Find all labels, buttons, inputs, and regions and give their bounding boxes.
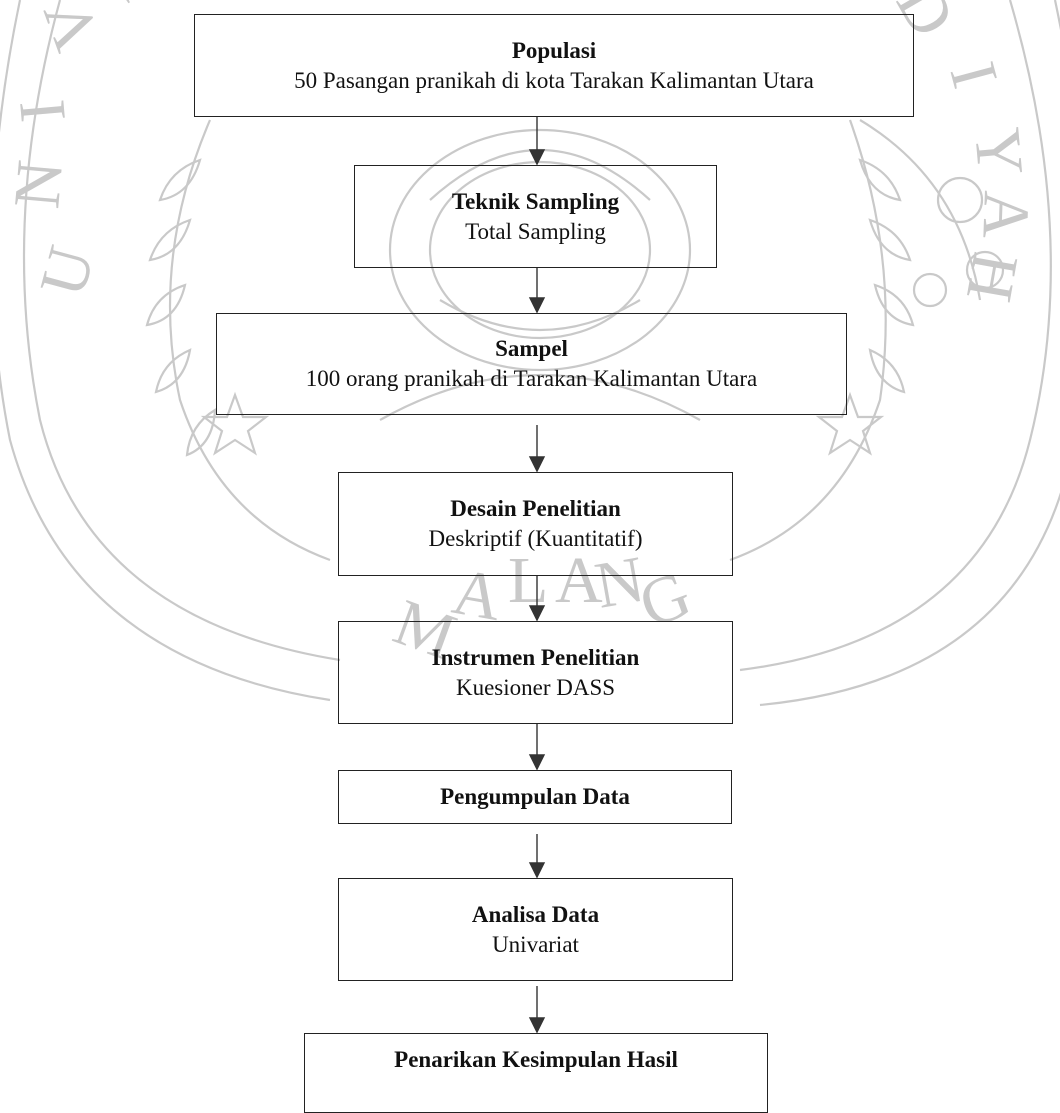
arrow-head bbox=[528, 862, 546, 879]
arrow-head bbox=[528, 1017, 546, 1034]
arrow-head bbox=[528, 149, 546, 166]
step-instrumen-penelitian-box: Instrumen Penelitian Kuesioner DASS bbox=[338, 621, 733, 724]
watermark-letter: L bbox=[508, 544, 548, 617]
step-subtitle: 50 Pasangan pranikah di kota Tarakan Kal… bbox=[294, 67, 814, 93]
arrow-head bbox=[528, 605, 546, 622]
step-pengumpulan-data-box: Pengumpulan Data bbox=[338, 770, 732, 824]
step-title: Populasi bbox=[511, 37, 597, 63]
step-desain-penelitian-box: Desain Penelitian Deskriptif (Kuantitati… bbox=[338, 472, 733, 576]
step-populasi-box: Populasi 50 Pasangan pranikah di kota Ta… bbox=[194, 14, 914, 117]
step-title: Sampel bbox=[495, 336, 568, 361]
arrow-head bbox=[528, 456, 546, 473]
step-subtitle: 100 orang pranikah di Tarakan Kalimantan… bbox=[305, 366, 758, 391]
step-teknik-sampling-box: Teknik Sampling Total Sampling bbox=[354, 165, 717, 268]
step-title: Desain Penelitian bbox=[450, 496, 621, 521]
step-title: Pengumpulan Data bbox=[440, 784, 630, 809]
flowchart-connectors bbox=[528, 117, 546, 1034]
watermark-letter: N bbox=[0, 157, 77, 211]
step-title: Analisa Data bbox=[471, 901, 600, 927]
step-analisa-data-box: Analisa Data Univariat bbox=[338, 878, 733, 981]
step-penarikan-kesimpulan-box: Penarikan Kesimpulan Hasil bbox=[304, 1033, 768, 1113]
step-subtitle: Deskriptif (Kuantitatif) bbox=[428, 526, 643, 551]
arrow-head bbox=[528, 754, 546, 771]
step-subtitle: Univariat bbox=[492, 931, 579, 957]
step-title: Penarikan Kesimpulan Hasil bbox=[394, 1047, 678, 1072]
arrow-head bbox=[528, 297, 546, 314]
watermark-letter: Y bbox=[960, 125, 1037, 179]
watermark-letter: A bbox=[555, 544, 603, 617]
step-title: Teknik Sampling bbox=[451, 188, 620, 214]
step-title: Instrumen Penelitian bbox=[431, 644, 640, 670]
step-subtitle: Kuesioner DASS bbox=[455, 674, 616, 700]
step-sampel-box: Sampel 100 orang pranikah di Tarakan Kal… bbox=[216, 313, 847, 415]
watermark-letter: A bbox=[968, 189, 1043, 240]
step-subtitle: Total Sampling bbox=[465, 218, 606, 244]
